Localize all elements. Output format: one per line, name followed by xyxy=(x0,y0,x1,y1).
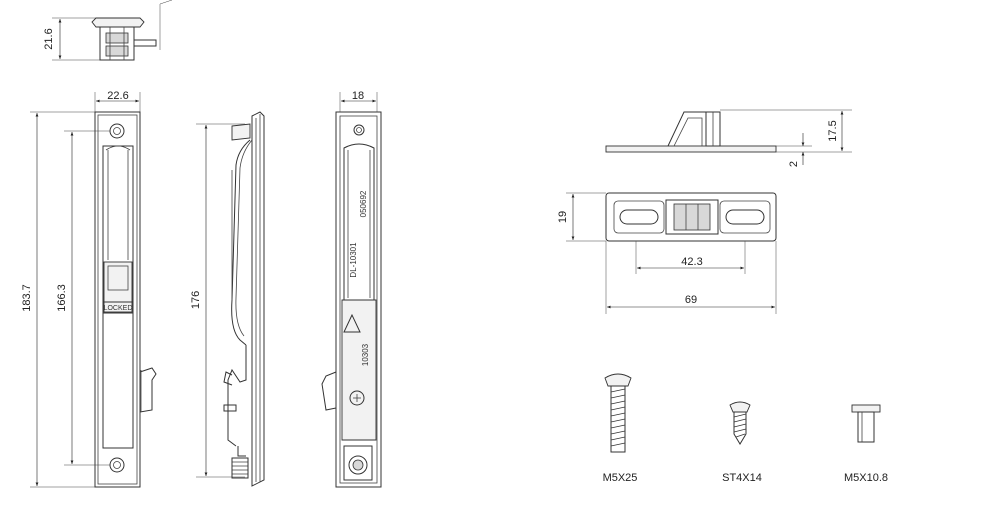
screw-m5x25: M5X25 xyxy=(603,373,638,484)
dim-front-height: 183.7 xyxy=(21,284,33,312)
screw-label-m5x10-8: M5X10.8 xyxy=(844,472,888,484)
latch-code: 10303 xyxy=(361,343,370,366)
dim-keeper-width: 19 xyxy=(557,211,569,223)
keeper-side-view: 17.5 2 xyxy=(605,109,852,167)
screw-label-m5x25: M5X25 xyxy=(603,472,638,484)
back-view: 18 DL-10301 050692 10303 xyxy=(321,90,382,488)
dim-keeper-length: 69 xyxy=(685,294,697,306)
model-code-1: DL-10301 xyxy=(349,242,358,278)
side-view: 176 xyxy=(190,111,265,487)
dim-keeper-height: 17.5 xyxy=(827,120,839,141)
dim-front-width: 22.6 xyxy=(107,90,128,102)
dim-keeper-plate-thickness: 2 xyxy=(788,161,800,167)
keeper-top-view: 19 42.3 69 xyxy=(557,192,777,314)
screw-label-st4x14: ST4X14 xyxy=(722,472,762,484)
screw-st4x14: ST4X14 xyxy=(722,401,762,484)
screw-m5x10-8: M5X10.8 xyxy=(844,404,888,484)
dim-hole-spacing: 166.3 xyxy=(56,284,68,312)
front-view: 22.6 183.7 166.3 LOCKED xyxy=(21,90,157,488)
dim-side-height: 176 xyxy=(190,291,202,309)
dim-slot-spacing: 42.3 xyxy=(681,256,702,268)
top-view: 21.6 xyxy=(43,0,173,61)
dim-top-height: 21.6 xyxy=(43,28,55,49)
model-code-2: 050692 xyxy=(359,190,368,217)
dim-back-width: 18 xyxy=(352,90,364,102)
locked-label: LOCKED xyxy=(104,305,133,312)
